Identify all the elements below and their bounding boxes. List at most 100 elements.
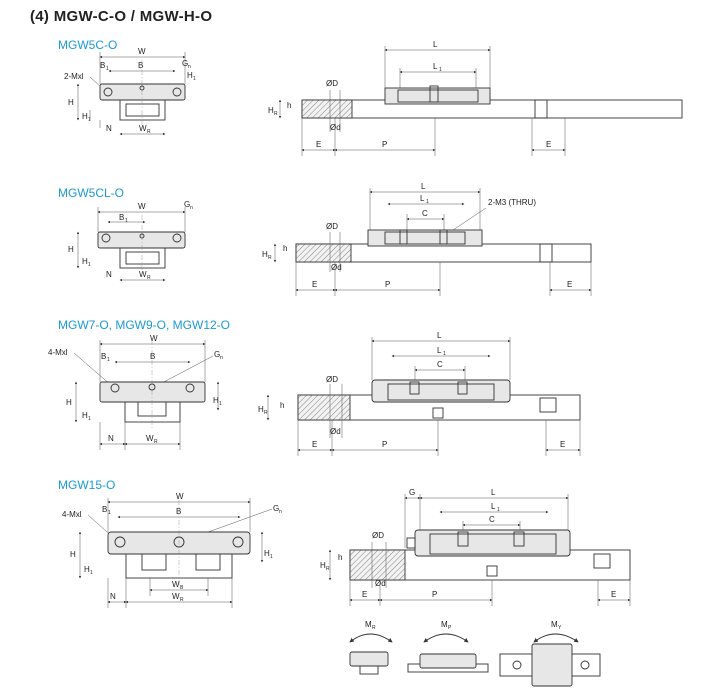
label-b1: B — [100, 61, 105, 70]
svg-text:W: W — [146, 434, 154, 443]
svg-text:B: B — [176, 507, 181, 516]
svg-text:1: 1 — [426, 199, 429, 205]
svg-text:H: H — [82, 411, 88, 420]
moment-my-diagram: M Y — [499, 620, 601, 687]
svg-text:h: h — [338, 553, 342, 562]
svg-text:C: C — [422, 209, 428, 218]
label-h2: H — [187, 71, 193, 80]
svg-text:h: h — [283, 244, 287, 253]
mgw7-9-12-side-view: L L 1 C ØD Ød H R h E P E — [258, 331, 581, 456]
svg-text:E: E — [611, 590, 616, 599]
svg-text:R: R — [147, 129, 151, 135]
svg-text:L: L — [421, 182, 426, 191]
svg-text:1: 1 — [88, 117, 91, 123]
svg-text:W: W — [172, 592, 180, 601]
svg-text:P: P — [432, 590, 437, 599]
svg-text:H: H — [82, 257, 88, 266]
svg-text:B: B — [101, 352, 106, 361]
svg-text:N: N — [106, 270, 112, 279]
svg-text:1: 1 — [219, 401, 222, 407]
svg-text:R: R — [372, 625, 376, 631]
svg-text:ØD: ØD — [326, 375, 338, 384]
label-wr: W — [139, 124, 147, 133]
svg-text:1: 1 — [108, 510, 111, 516]
svg-text:h: h — [280, 401, 284, 410]
svg-text:B: B — [119, 213, 124, 222]
svg-text:H: H — [258, 405, 264, 414]
svg-text:W: W — [172, 580, 180, 589]
label-2-mxl: 2-Mxl — [64, 72, 84, 81]
mgw5c-side-view: L L 1 ØD Ød H R h E P E — [268, 40, 683, 156]
svg-text:1: 1 — [125, 218, 128, 224]
svg-text:H: H — [320, 561, 326, 570]
svg-text:L: L — [437, 331, 442, 340]
svg-text:L: L — [433, 62, 438, 71]
svg-text:G: G — [273, 504, 279, 513]
svg-text:4-Mxl: 4-Mxl — [48, 348, 68, 357]
svg-text:E: E — [567, 280, 572, 289]
model-title-mgw5c: MGW5C-O — [58, 38, 118, 52]
svg-text:H: H — [82, 112, 88, 121]
label-gn: G — [182, 59, 188, 68]
svg-text:L: L — [491, 488, 496, 497]
svg-text:1: 1 — [443, 351, 446, 357]
svg-text:H: H — [70, 550, 76, 559]
moment-mr-diagram: M R — [349, 620, 393, 675]
svg-text:H: H — [68, 245, 74, 254]
svg-text:R: R — [326, 566, 330, 572]
svg-text:R: R — [268, 255, 272, 261]
svg-text:R: R — [264, 410, 268, 416]
svg-text:n: n — [279, 509, 282, 515]
svg-text:n: n — [190, 205, 193, 211]
model-title-mgw5cl: MGW5CL-O — [58, 186, 124, 200]
svg-text:h: h — [287, 101, 291, 110]
svg-text:N: N — [110, 592, 116, 601]
svg-text:Ød: Ød — [375, 579, 386, 588]
svg-text:P: P — [448, 625, 452, 631]
svg-text:W: W — [176, 492, 184, 501]
label-e: E — [316, 140, 321, 149]
label-h: H — [68, 98, 74, 107]
svg-text:W: W — [138, 202, 146, 211]
model-title-mgw7-9-12: MGW7-O, MGW9-O, MGW12-O — [58, 318, 230, 332]
svg-text:E: E — [546, 140, 551, 149]
moment-mp-diagram: M P — [407, 620, 489, 673]
label-n: N — [106, 124, 112, 133]
svg-text:R: R — [274, 111, 278, 117]
svg-text:1: 1 — [270, 554, 273, 560]
svg-text:L: L — [437, 346, 442, 355]
svg-text:ØD: ØD — [326, 222, 338, 231]
svg-text:4-Mxl: 4-Mxl — [62, 510, 82, 519]
svg-text:G: G — [409, 488, 415, 497]
svg-text:G: G — [184, 200, 190, 209]
mgw15-side-view: G L L 1 C ØD Ød H R h E P — [320, 488, 631, 606]
svg-text:n: n — [220, 355, 223, 361]
svg-text:1: 1 — [107, 357, 110, 363]
svg-text:E: E — [312, 280, 317, 289]
svg-text:H: H — [84, 565, 90, 574]
mgw15-front-view: W B B 1 G n 4-Mxl H H 1 H 1 W B N W — [62, 492, 282, 608]
svg-text:B: B — [102, 505, 107, 514]
label-l: L — [433, 40, 438, 49]
svg-text:H: H — [262, 250, 268, 259]
svg-text:C: C — [489, 515, 495, 524]
model-title-mgw15: MGW15-O — [58, 478, 116, 492]
svg-text:N: N — [108, 434, 114, 443]
label-d: ØD — [326, 79, 338, 88]
svg-text:Ød: Ød — [330, 427, 341, 436]
mgw7-9-12-front-view: W B B 1 G n 4-Mxl H H 1 H 1 N W R — [48, 334, 223, 450]
mgw5cl-side-view: L L 1 C 2-M3 (THRU) ØD Ød H R h E P E — [262, 182, 592, 296]
mgw5cl-front-view: W B 1 G n H H 1 N W R — [68, 200, 193, 282]
svg-text:W: W — [150, 334, 158, 343]
svg-text:L: L — [491, 502, 496, 511]
svg-text:Y: Y — [558, 625, 562, 631]
svg-text:1: 1 — [90, 570, 93, 576]
svg-text:R: R — [147, 275, 151, 281]
svg-text:1: 1 — [193, 76, 196, 82]
svg-text:H: H — [213, 396, 219, 405]
svg-text:W: W — [139, 270, 147, 279]
svg-text:H: H — [268, 106, 274, 115]
svg-text:L: L — [420, 194, 425, 203]
svg-text:H: H — [66, 398, 72, 407]
